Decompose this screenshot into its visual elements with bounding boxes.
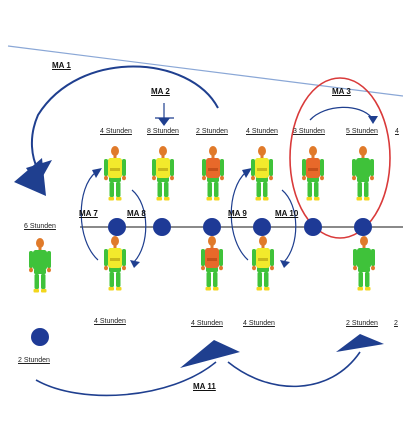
worker-figure-bottom-1 [104,236,126,291]
node-5 [304,218,322,236]
torso-load-green [33,250,47,270]
ma1-loop-arrow [31,65,219,171]
hours-left: 6 Stunden [24,223,56,230]
hours-bottom-2: 4 Stunden [191,320,223,327]
worker-figure-left [29,238,51,293]
left-big-arrowhead [14,158,46,196]
torso-stripe [257,168,267,171]
hours-bottom-1: 4 Stunden [94,318,126,325]
worker-figure-top-5 [302,146,324,201]
torso-stripe [207,258,217,261]
ma7-label: MA 7 [79,209,98,218]
torso-stripe [258,258,268,261]
ma10-right-curve [281,189,297,263]
ma11-mid-arrowhead [180,340,240,368]
ma3-curve-arrow [309,106,373,121]
hours-bottom-3: 4 Stunden [243,320,275,327]
node-6 [354,218,372,236]
ma7-left-arrowhead [92,168,102,178]
ma10-right-arrowhead [280,260,290,268]
ma11-right-arrowhead [336,334,384,352]
ma11-right-curve [227,351,361,388]
ma10-label: MA 10 [275,209,299,218]
worker-figure-top-6 [352,146,374,201]
node-left [31,328,49,346]
hours-left-bottom: 2 Stunden [18,357,50,364]
torso-load-green [357,248,371,268]
node-3 [203,218,221,236]
ma11-label: MA 11 [193,382,216,391]
worker-figure-bottom-4 [353,236,375,291]
ma9-label: MA 9 [228,209,247,218]
worker-figure-top-3 [202,146,224,201]
ma8-right-curve [131,189,147,263]
worker-figure-bottom-2 [201,236,223,291]
node-2 [153,218,171,236]
node-1 [108,218,126,236]
ma9-left-curve [230,171,249,261]
ma1-label: MA 1 [52,61,71,70]
hours-top-6: 5 Stunden [346,128,378,135]
ma3-label: MA 3 [332,87,351,96]
torso-stripe [308,168,318,171]
ma2-arrowhead [158,118,170,126]
hours-top-5: 3 Stunden [293,128,325,135]
hours-bottom-5: 2 [394,320,398,327]
ma3-arrowhead [368,116,378,124]
hours-top-1: 4 Stunden [100,128,132,135]
ma7-left-curve [80,171,99,261]
torso-stripe [110,168,120,171]
top-diagonal-line [7,45,403,97]
ma3-highlight-ellipse [289,77,391,239]
torso-stripe [208,168,218,171]
ma11-left-curve [35,361,217,397]
worker-figure-bottom-3 [252,236,274,291]
ma2-label: MA 2 [151,87,170,96]
torso-stripe [110,258,120,261]
hours-top-3: 2 Stunden [196,128,228,135]
worker-figure-top-2 [152,146,174,201]
worker-figure-top-4 [251,146,273,201]
hours-top-7: 4 [395,128,399,135]
node-4 [253,218,271,236]
torso-load-green [356,158,370,178]
ma8-label: MA 8 [127,209,146,218]
ma8-right-arrowhead [130,260,140,268]
hours-top-2: 8 Stunden [147,128,179,135]
ma9-left-arrowhead [242,168,252,178]
torso-stripe [158,168,168,171]
worker-figure-top-1 [104,146,126,201]
hours-top-4: 4 Stunden [246,128,278,135]
hours-bottom-4: 2 Stunden [346,320,378,327]
